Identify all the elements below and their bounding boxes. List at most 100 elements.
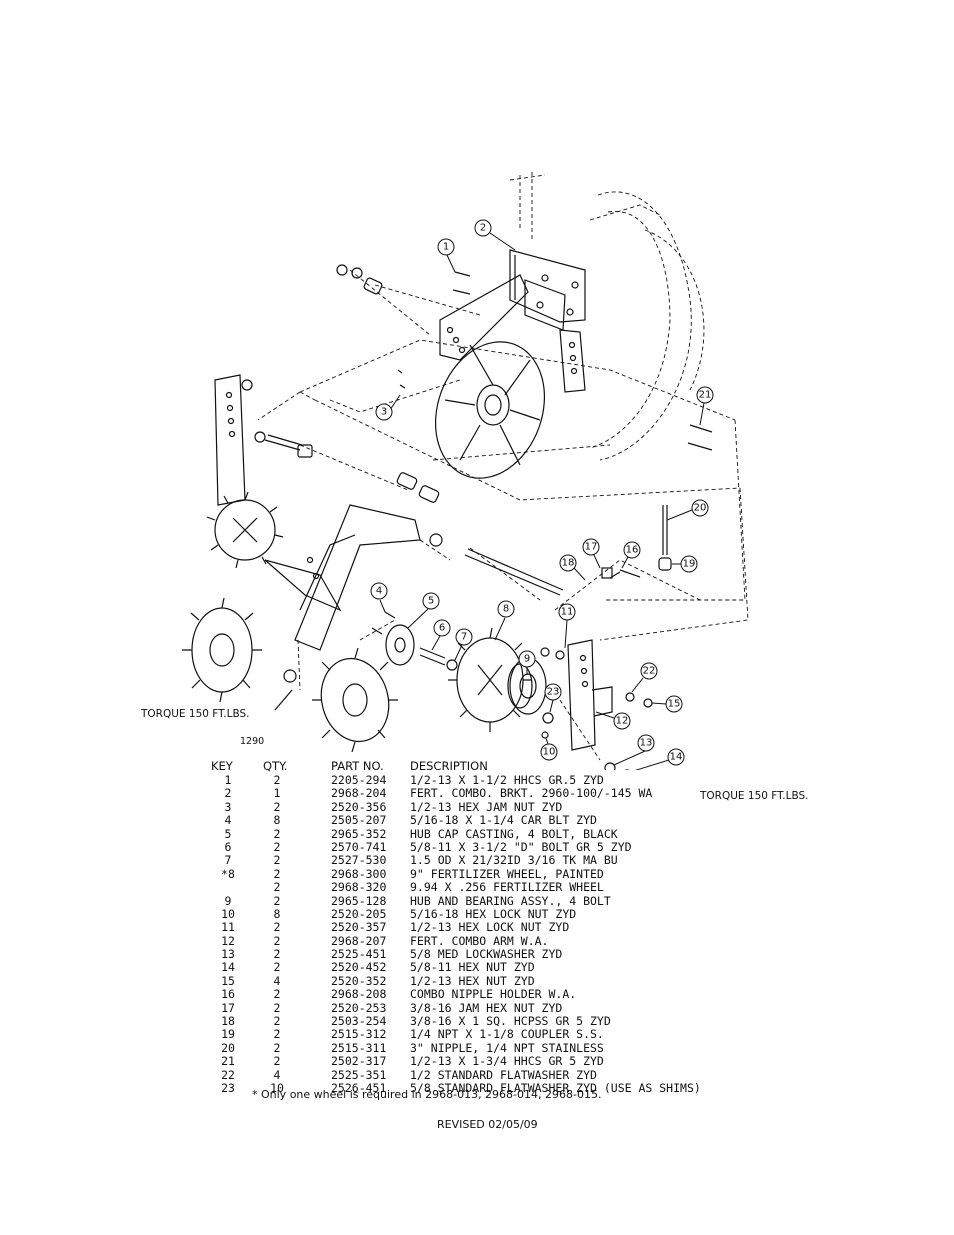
long-bolt: [429, 533, 564, 596]
row-description: 1/2-13 HEX JAM NUT ZYD: [410, 799, 563, 814]
row-description: 1/4 NPT X 1-1/8 COUPLER S.S.: [410, 1027, 604, 1042]
svg-text:16: 16: [626, 545, 639, 556]
row-key: 11: [221, 920, 235, 935]
callout-15: 15: [651, 695, 683, 713]
row-description: 5/8-11 X 3-1/2 "D" BOLT GR 5 ZYD: [410, 839, 632, 854]
row-part-no: 2520-352: [331, 973, 387, 988]
row-description: 9" FERTILIZER WHEEL, PAINTED: [410, 866, 604, 881]
row-key: 23: [221, 1080, 235, 1095]
row-description: FERT. COMBO. BRKT. 2960-100/-145 WA: [410, 786, 653, 801]
spider-wheel-top: [206, 491, 284, 569]
row-key: 2: [224, 786, 232, 801]
svg-text:2: 2: [480, 223, 486, 234]
row-description: 3/8-16 X 1 SQ. HCPSS GR 5 ZYD: [410, 1014, 611, 1029]
row-qty: 2: [273, 1054, 281, 1069]
callout-7: 7: [454, 628, 473, 661]
row-description: 1.5 OD X 21/32ID 3/16 TK MA BU: [410, 853, 618, 868]
footnote: * Only one wheel is required in 2968-013…: [252, 1088, 602, 1101]
row-part-no: 2968-207: [331, 933, 387, 948]
row-part-no: 2968-208: [331, 987, 387, 1002]
callout-4: 4: [370, 582, 388, 613]
row-qty: 8: [273, 813, 281, 828]
row-part-no: 2527-530: [331, 853, 387, 868]
row-qty: 2: [273, 1040, 281, 1055]
row-qty: 2: [273, 839, 281, 854]
row-part-no: 2503-254: [331, 1014, 387, 1029]
torque-leader-left: [274, 689, 293, 711]
row-qty: 2: [273, 947, 281, 962]
svg-text:12: 12: [616, 716, 629, 727]
header-description: DESCRIPTION: [410, 759, 488, 773]
row-key: 17: [221, 1000, 235, 1015]
row-key: 5: [224, 826, 232, 841]
row-description: HUB AND BEARING ASSY., 4 BOLT: [410, 893, 611, 908]
callout-14: 14: [634, 748, 685, 770]
svg-text:3: 3: [381, 407, 387, 418]
row-part-no: 2968-300: [331, 866, 387, 881]
row-qty: 4: [273, 1067, 281, 1082]
row-qty: 8: [273, 906, 281, 921]
row-qty: 2: [273, 960, 281, 975]
row-qty: 2: [273, 799, 281, 814]
main-arm: [264, 504, 421, 651]
row-part-no: 2525-451: [331, 947, 387, 962]
callout-10: 10: [540, 737, 558, 761]
row-description: 1/2 STANDARD FLATWASHER ZYD: [410, 1067, 597, 1082]
callout-19: 19: [672, 555, 698, 573]
svg-text:5: 5: [428, 596, 434, 607]
bushings: [363, 277, 440, 503]
row-key: 18: [221, 1014, 235, 1029]
row-description: 1/2-13 HEX LOCK NUT ZYD: [410, 920, 570, 935]
row-part-no: 2520-356: [331, 799, 387, 814]
row-key: *8: [221, 866, 235, 881]
svg-text:22: 22: [643, 666, 656, 677]
row-key: 7: [224, 853, 232, 868]
lower-left-wheel: [182, 597, 262, 703]
row-part-no: 2505-207: [331, 813, 387, 828]
callout-8: 8: [494, 600, 515, 641]
exploded-assembly-diagram: 1 2 3 4 5 6 7 8 9 10 11 12 13 14 15 16 1…: [182, 172, 749, 770]
callout-22: 22: [631, 662, 658, 693]
row-description: 1/2-13 X 1-3/4 HHCS GR 5 ZYD: [410, 1054, 604, 1069]
svg-text:23: 23: [547, 687, 560, 698]
svg-text:13: 13: [640, 738, 653, 749]
row-part-no: 2520-452: [331, 960, 387, 975]
row-description: COMBO NIPPLE HOLDER W.A.: [410, 987, 577, 1002]
rear-wheel: [434, 341, 546, 479]
svg-text:7: 7: [461, 632, 467, 643]
drawing-number: 1290: [240, 736, 265, 747]
callout-11: 11: [558, 603, 576, 649]
row-key: 10: [221, 906, 235, 921]
row-description: 3" NIPPLE, 1/4 NPT STAINLESS: [410, 1040, 604, 1055]
upper-arm: [439, 274, 529, 361]
callout-9: 9: [518, 650, 536, 675]
row-part-no: 2520-205: [331, 906, 387, 921]
row-key: 14: [221, 960, 235, 975]
svg-text:21: 21: [699, 390, 712, 401]
svg-text:1: 1: [443, 242, 449, 253]
row-qty: 2: [273, 853, 281, 868]
row-qty: 10: [270, 1080, 284, 1095]
row-part-no: 2520-357: [331, 920, 387, 935]
callout-18: 18: [559, 554, 586, 581]
hub-cap-casting: [385, 624, 458, 671]
svg-text:20: 20: [694, 503, 707, 514]
svg-text:17: 17: [585, 542, 598, 553]
row-key: 9: [224, 893, 232, 908]
row-part-no: 2965-352: [331, 826, 387, 841]
row-part-no: 2968-204: [331, 786, 387, 801]
row-key: 20: [221, 1040, 235, 1055]
callout-3: 3: [375, 394, 401, 421]
row-description: 5/8 STANDARD FLATWASHER ZYD (USE AS SHIM…: [410, 1080, 701, 1095]
row-part-no: 2205-294: [331, 773, 387, 787]
hardware: [241, 264, 713, 770]
torque-note-left: TORQUE 150 FT.LBS.: [141, 708, 250, 720]
phantom-frame: [257, 172, 749, 761]
row-key: 6: [224, 839, 232, 854]
row-qty: 2: [273, 933, 281, 948]
callout-21: 21: [696, 386, 714, 426]
fert-combo-bracket: [509, 249, 586, 393]
torque-note-right: TORQUE 150 FT.LBS.: [700, 790, 809, 802]
row-description: 5/16-18 HEX LOCK NUT ZYD: [410, 906, 577, 921]
row-qty: 2: [273, 880, 281, 895]
